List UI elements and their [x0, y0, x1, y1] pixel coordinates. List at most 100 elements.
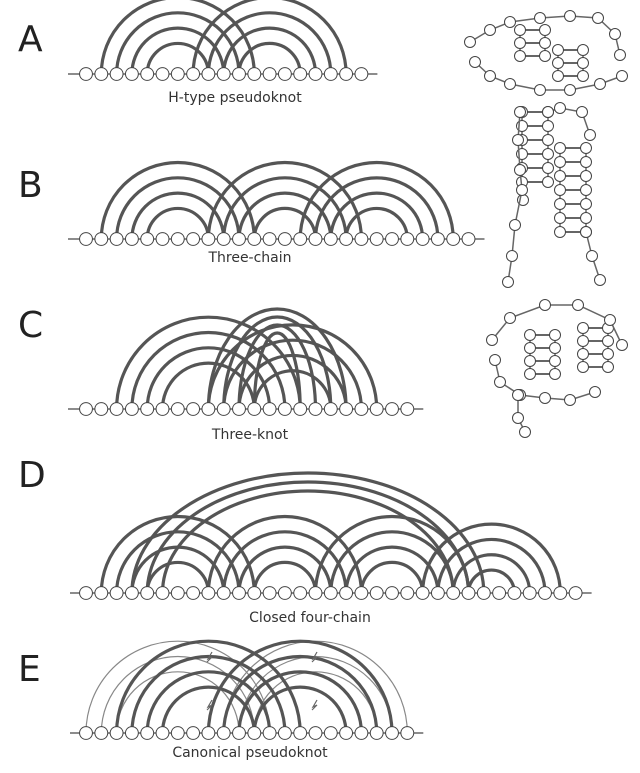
sketch-b-loop: [508, 190, 522, 282]
sketch-a-helix2-nucleotide: [553, 45, 564, 56]
panel-b-arc: [101, 163, 254, 239]
panel-d-nucleotide: [477, 587, 490, 600]
panel-a-nucleotide: [171, 68, 184, 81]
sketch-b-helix2-nucleotide: [581, 199, 592, 210]
panel-e-nucleotide: [370, 727, 383, 740]
sketch-a-nucleotide: [485, 25, 496, 36]
panel-e-nucleotide: [340, 727, 353, 740]
panel-e-nucleotide: [110, 727, 123, 740]
panel-a-nucleotide: [95, 68, 108, 81]
panel-d-nucleotide: [95, 587, 108, 600]
sketch-b-nucleotide: [513, 135, 524, 146]
sketch-c-nucleotide: [565, 395, 576, 406]
panel-d-nucleotide: [523, 587, 536, 600]
panel-b-nucleotide: [309, 233, 322, 246]
panel-b-nucleotide: [431, 233, 444, 246]
panel-c-nucleotide: [202, 403, 215, 416]
panel-b-nucleotide: [125, 233, 138, 246]
panel-a-nucleotide: [248, 68, 261, 81]
sketch-c-nucleotide: [487, 335, 498, 346]
panel-e-nucleotide: [401, 727, 414, 740]
panel-c-nucleotide: [401, 403, 414, 416]
sketch-a-nucleotide: [615, 50, 626, 61]
panel-e-nucleotide: [95, 727, 108, 740]
panel-d-nucleotide: [386, 587, 399, 600]
sketch-b-helix1-nucleotide: [543, 163, 554, 174]
sketch-b-helix2-nucleotide: [555, 199, 566, 210]
sketch-b-nucleotide: [515, 165, 526, 176]
panel-e-nucleotide: [386, 727, 399, 740]
sketch-c-nucleotide: [590, 387, 601, 398]
panel-c-nucleotide: [309, 403, 322, 416]
panel-d-nucleotide: [340, 587, 353, 600]
sketch-b-helix2-nucleotide: [555, 157, 566, 168]
panel-a-nucleotide: [156, 68, 169, 81]
sketch-c-nucleotide: [495, 377, 506, 388]
sketch-b-helix1-nucleotide: [543, 177, 554, 188]
panel-e-nucleotide: [233, 727, 246, 740]
sketch-b-helix2-nucleotide: [581, 143, 592, 154]
sketch-a-helix2-nucleotide: [578, 45, 589, 56]
panel-c-nucleotide: [386, 403, 399, 416]
sketch-c-nucleotide: [490, 355, 501, 366]
sketch-b-helix2-nucleotide: [555, 185, 566, 196]
sketch-c-helix2-nucleotide: [603, 362, 614, 373]
panel-e-nucleotide: [156, 727, 169, 740]
sketch-a-nucleotide: [535, 85, 546, 96]
panel-b-nucleotide: [141, 233, 154, 246]
panel-a-nucleotide: [202, 68, 215, 81]
sketch-a-helix1-nucleotide: [515, 38, 526, 49]
sketch-a-nucleotide: [565, 85, 576, 96]
panel-d-nucleotide: [416, 587, 429, 600]
sketch-b-helix2-nucleotide: [581, 157, 592, 168]
sketch-c-nucleotide: [605, 315, 616, 326]
sketch-a-helix1-nucleotide: [540, 38, 551, 49]
panel-a-nucleotide: [340, 68, 353, 81]
sketch-b-helix2-nucleotide: [555, 213, 566, 224]
panel-b-nucleotide: [202, 233, 215, 246]
caption-canonical-pseudoknot: Canonical pseudoknot: [150, 745, 350, 761]
sketch-c-helix1-nucleotide: [550, 343, 561, 354]
panel-d-nucleotide: [539, 587, 552, 600]
panel-d-nucleotide: [508, 587, 521, 600]
sketch-b-helix2-nucleotide: [581, 171, 592, 182]
panel-c-nucleotide: [263, 403, 276, 416]
panel-label-c: C: [18, 308, 43, 344]
sketch-b-helix1-nucleotide: [543, 135, 554, 146]
panel-d-nucleotide: [447, 587, 460, 600]
panel-b-nucleotide: [217, 233, 230, 246]
panel-d-nucleotide: [217, 587, 230, 600]
sketch-a-helix2-nucleotide: [578, 58, 589, 69]
sketch-b-nucleotide: [507, 251, 518, 262]
panel-b-nucleotide: [355, 233, 368, 246]
panel-c-nucleotide: [125, 403, 138, 416]
panel-b-nucleotide: [416, 233, 429, 246]
panel-c-nucleotide: [233, 403, 246, 416]
sketch-b-nucleotide: [515, 107, 526, 118]
panel-a-nucleotide: [309, 68, 322, 81]
sketch-a-nucleotide: [593, 13, 604, 24]
sketch-a-helix1-nucleotide: [540, 51, 551, 62]
panel-label-d: D: [18, 458, 46, 494]
sketch-b-nucleotide: [595, 275, 606, 286]
panel-d-nucleotide: [355, 587, 368, 600]
panel-c-nucleotide: [370, 403, 383, 416]
panel-d-nucleotide: [263, 587, 276, 600]
lightning-mark: [312, 700, 317, 710]
sketch-a-nucleotide: [610, 29, 621, 40]
sketch-c-helix1-nucleotide: [525, 343, 536, 354]
panel-b-nucleotide: [171, 233, 184, 246]
sketch-a-nucleotide: [617, 71, 628, 82]
panel-a-arc: [193, 0, 346, 74]
panel-d-nucleotide: [324, 587, 337, 600]
panel-d-nucleotide: [80, 587, 93, 600]
panel-a-nucleotide: [355, 68, 368, 81]
sketch-a-helix1-nucleotide: [515, 25, 526, 36]
panel-e-nucleotide: [309, 727, 322, 740]
panel-b-nucleotide: [401, 233, 414, 246]
panel-d-nucleotide: [370, 587, 383, 600]
sketch-c-nucleotide: [505, 313, 516, 324]
sketch-c-helix1-nucleotide: [550, 356, 561, 367]
panel-d-arc: [208, 517, 361, 594]
